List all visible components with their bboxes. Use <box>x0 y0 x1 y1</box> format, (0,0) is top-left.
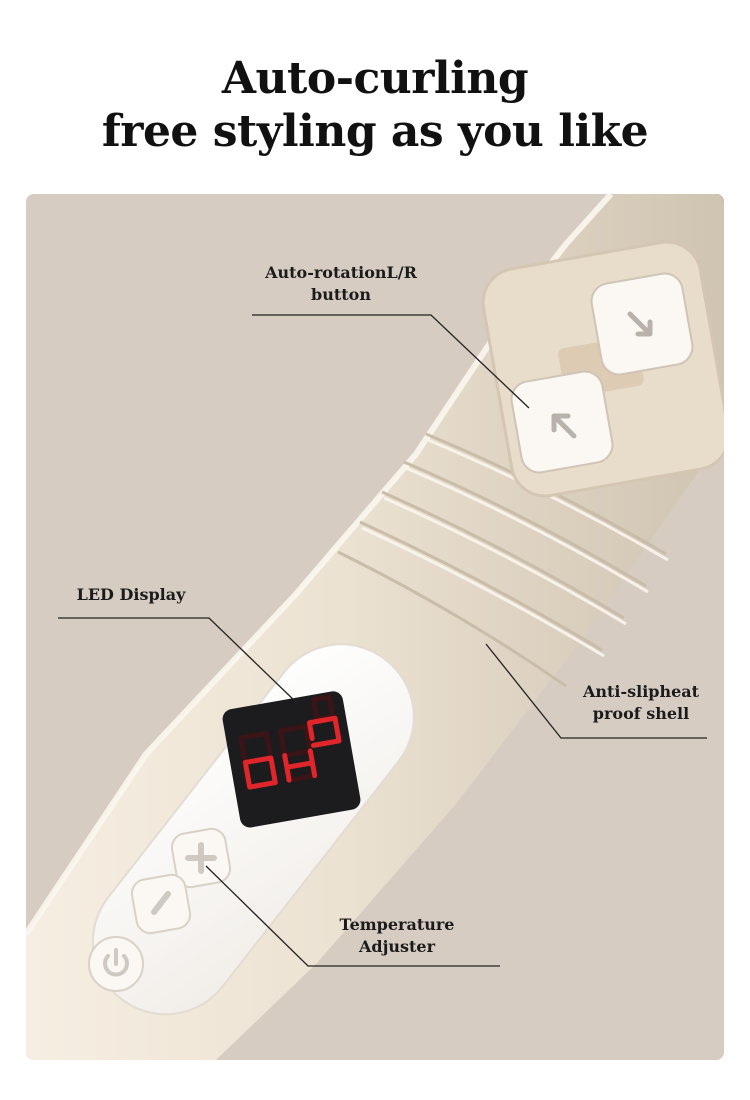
shell-label-line-2: proof shell <box>592 704 690 723</box>
led-callout-label: LED Display <box>66 584 196 606</box>
power-icon <box>103 948 129 977</box>
headline-line-2: free styling as you like <box>101 106 649 157</box>
temp-callout-label: Temperature Adjuster <box>322 914 472 958</box>
rotation-leader-line <box>252 314 530 409</box>
rotation-callout-label: Auto-rotationL/R button <box>246 262 436 306</box>
led-digits <box>242 715 342 790</box>
arrow-left-up-icon <box>551 413 577 439</box>
temperature-minus-button[interactable] <box>130 873 193 936</box>
shell-label-line-1: Anti-slipheat <box>582 682 700 701</box>
temperature-plus-button[interactable] <box>170 827 233 890</box>
led-label: LED Display <box>76 585 186 604</box>
shell-leader-line <box>485 643 707 739</box>
rotation-left-button[interactable] <box>509 369 616 476</box>
temp-label-line-1: Temperature <box>339 915 455 934</box>
headline-line-1: Auto-curling <box>221 53 529 104</box>
arrow-right-down-icon <box>627 311 653 337</box>
product-photo: Auto-rotationL/R button LED Display Anti… <box>26 194 724 1060</box>
temp-label-line-2: Adjuster <box>358 937 436 956</box>
minus-icon <box>151 891 171 915</box>
led-leader-line <box>58 617 299 705</box>
power-button[interactable] <box>88 936 144 992</box>
rotation-label-line-1: Auto-rotationL/R <box>265 263 417 282</box>
shell-callout-label: Anti-slipheat proof shell <box>566 681 716 725</box>
rotation-right-button[interactable] <box>589 271 696 378</box>
plus-icon <box>185 842 217 874</box>
rotation-label-line-2: button <box>311 285 371 304</box>
temp-leader-line <box>205 865 500 967</box>
led-display <box>222 691 361 828</box>
